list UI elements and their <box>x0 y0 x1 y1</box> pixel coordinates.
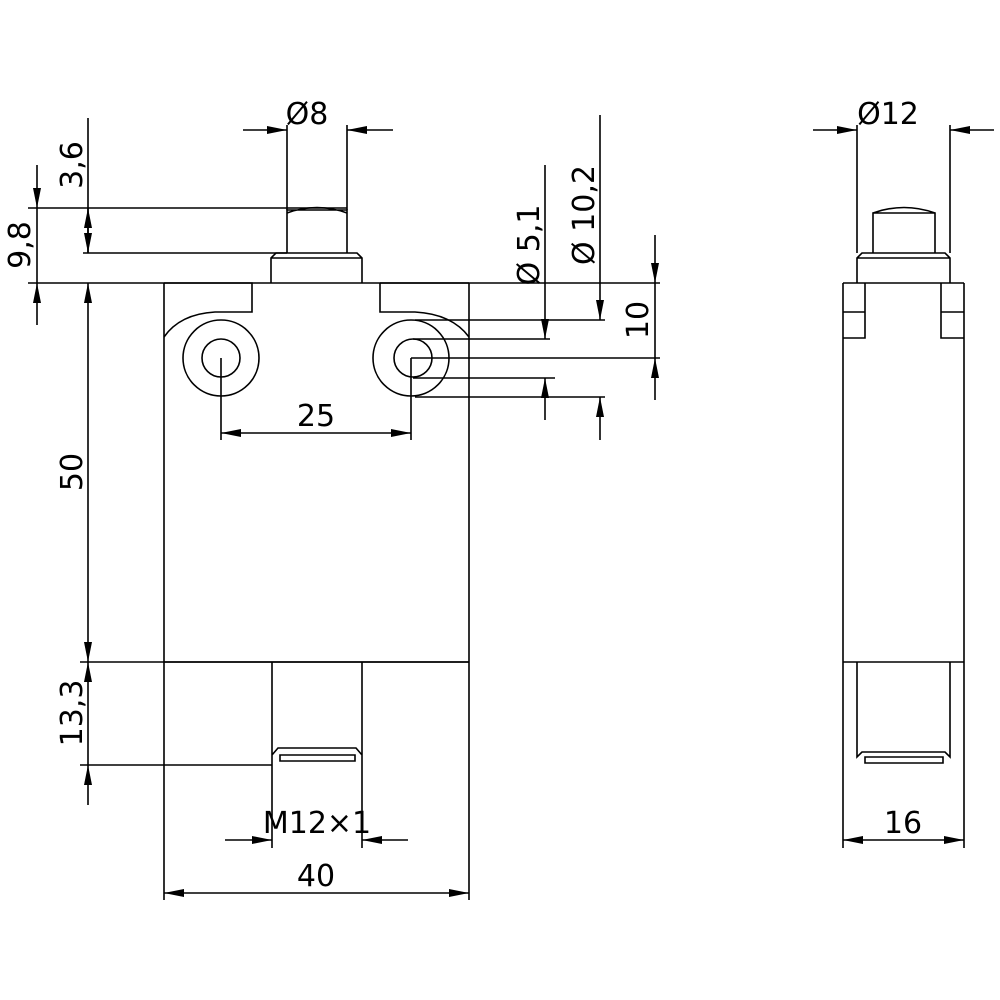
side-view: Ø12 16 <box>813 97 994 848</box>
dim-plunger-diameter: Ø8 <box>286 97 329 132</box>
mounting-holes <box>182 319 450 397</box>
dimension-labels: Ø8 3,6 9,8 50 13,3 25 Ø 5,1 Ø 10,2 10 M1… <box>3 97 656 894</box>
dim-stem-height: 13,3 <box>55 680 90 747</box>
dim-body-depth: 16 <box>884 806 922 841</box>
dimension-lines <box>28 115 660 897</box>
threaded-stem <box>271 662 363 765</box>
dim-plunger-height: 3,6 <box>55 141 90 189</box>
dim-hole-diameter: Ø 5,1 <box>512 205 547 286</box>
dim-counterbore-diameter: Ø 10,2 <box>567 165 602 265</box>
dim-body-width: 40 <box>297 859 335 894</box>
dim-hole-offset: 10 <box>621 301 656 339</box>
dim-thread: M12×1 <box>263 806 371 841</box>
front-view: Ø8 3,6 9,8 50 13,3 25 Ø 5,1 Ø 10,2 10 M1… <box>3 97 660 900</box>
dim-total-plunger: 9,8 <box>3 221 38 269</box>
dim-body-height: 50 <box>55 453 90 491</box>
plunger <box>270 206 363 283</box>
dim-collar-diameter: Ø12 <box>857 97 919 132</box>
dim-hole-spacing: 25 <box>297 399 335 434</box>
